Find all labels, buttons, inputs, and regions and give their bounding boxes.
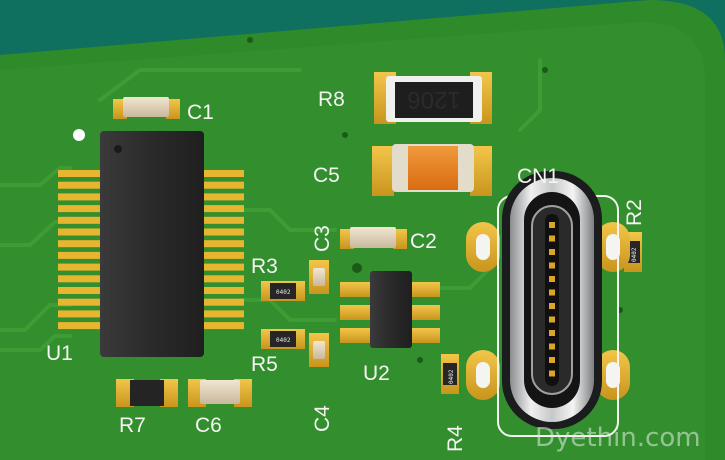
u1-pad-left [58,251,102,259]
label-r2: R2 [623,199,646,226]
label-r8: R8 [318,88,345,111]
u1-pad-left [58,240,102,248]
u1-pad-right [202,251,244,259]
label-u1: U1 [46,342,73,365]
label-c2: C2 [410,230,437,253]
label-c6: C6 [195,414,222,437]
label-r3: R3 [251,255,278,278]
label-r4: R4 [444,425,467,452]
u1-pad-left [58,216,102,224]
cn1-contact [549,303,555,309]
label-r5: R5 [251,353,278,376]
cn1-contacts [549,222,555,377]
cn1-contact [549,262,555,269]
u1-pad-right [202,216,244,224]
cn1-contact [549,357,555,363]
cn1-contact [549,235,555,242]
cn1-mount-pads [466,222,630,400]
r5-marking: 0402 [276,337,291,344]
u1-pads [58,170,244,330]
u2-chip-group [340,271,440,348]
label-c1: C1 [187,101,214,124]
u1-pad-right [202,181,244,189]
u1-pad-left [58,310,102,318]
r5-resistor [261,329,305,349]
c1-capacitor [113,97,180,119]
u1-pad-left [58,322,102,330]
u1-pad-right [202,240,244,248]
cn1-usb-c-connector [502,171,602,429]
u1-pad-right [202,298,244,306]
cn1-contact [549,316,555,323]
u1-pad-left [58,287,102,294]
label-cn1: CN1 [517,165,559,188]
r8-marking: 1206 [407,86,460,113]
r4-resistor [441,354,459,394]
u1-pad-left [58,181,102,189]
cn1-contact [549,276,555,282]
c2-capacitor [340,227,407,249]
r3-marking: 0402 [276,289,291,296]
c4-capacitor [309,333,329,367]
u1-pad-left [58,263,102,271]
u1-pad-right [202,322,244,330]
cn1-contact [549,343,555,350]
r4-marking: 0402 [448,369,455,384]
c5-capacitor [372,144,492,196]
label-u2: U2 [363,362,390,385]
r3-resistor [261,281,305,301]
r8-resistor [374,72,492,124]
u1-pad-left [58,228,102,236]
u1-pad-left [58,275,102,283]
u1-pad-right [202,193,244,201]
r7-resistor [116,379,178,407]
u1-pad-left [58,193,102,201]
u1-pad-left [58,170,102,177]
cn1-contact [549,222,555,228]
r2-marking: 0402 [631,247,638,262]
u1-pad-right [202,275,244,283]
label-c3: C3 [311,225,334,252]
u1-pad-right [202,205,244,213]
label-r7: R7 [119,414,146,437]
u1-chip [100,131,204,357]
cn1-contact [549,249,555,255]
u1-pad-right [202,228,244,236]
u1-pad-left [58,205,102,213]
c3-capacitor [309,260,329,294]
watermark: Dyethin.com [535,423,701,453]
u1-pad-right [202,287,244,294]
u1-pad-left [58,298,102,306]
u1-pad-right [202,170,244,177]
cn1-contact [549,370,555,377]
label-c4: C4 [311,405,334,432]
cn1-contact [549,330,555,336]
c6-capacitor [188,379,252,407]
cn1-contact [549,289,555,296]
u1-pad-right [202,263,244,271]
u1-pin1-dot [114,145,122,153]
label-c5: C5 [313,164,340,187]
u1-pad-right [202,310,244,318]
